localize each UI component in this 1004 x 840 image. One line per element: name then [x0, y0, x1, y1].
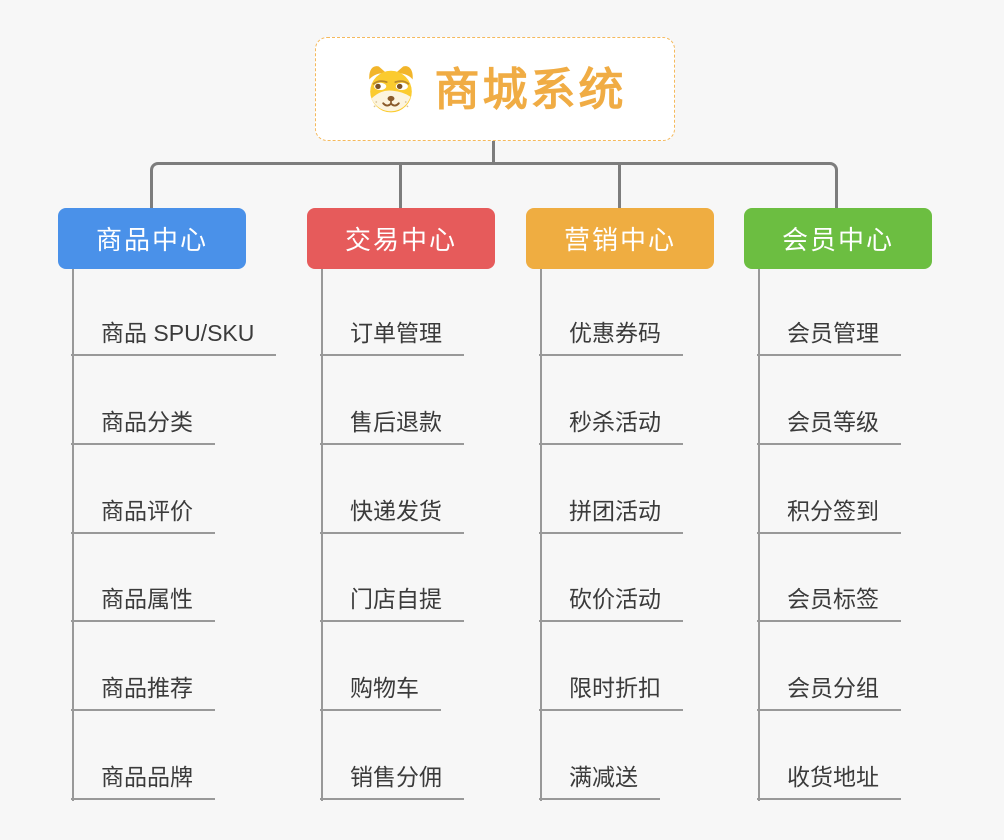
connector-spine-branch2 [321, 269, 323, 801]
mindmap-item[interactable]: 砍价活动 [539, 585, 683, 622]
mindmap-item[interactable]: 优惠券码 [539, 319, 683, 356]
mindmap-item[interactable]: 购物车 [320, 674, 441, 711]
connector-spine-branch1 [72, 269, 74, 801]
mindmap-item[interactable]: 收货地址 [757, 763, 901, 800]
connector-root-stem [492, 140, 495, 164]
branch-box-product-center[interactable]: 商品中心 [58, 208, 246, 269]
mindmap-item[interactable]: 拼团活动 [539, 497, 683, 534]
connector-spine-branch3 [540, 269, 542, 801]
root-title: 商城系统 [434, 63, 627, 115]
mindmap-item[interactable]: 门店自提 [320, 585, 464, 622]
mindmap-item[interactable]: 售后退款 [320, 408, 464, 445]
mindmap-item[interactable]: 会员等级 [757, 408, 901, 445]
mindmap-item[interactable]: 限时折扣 [539, 674, 683, 711]
connector-drop-branch2 [399, 164, 402, 209]
connector-drop-branch3 [618, 164, 621, 209]
mindmap-item[interactable]: 商品属性 [71, 585, 215, 622]
mindmap-item[interactable]: 秒杀活动 [539, 408, 683, 445]
mindmap-item[interactable]: 商品推荐 [71, 674, 215, 711]
branch-label: 营销中心 [563, 225, 676, 255]
branch-box-member-center[interactable]: 会员中心 [744, 208, 932, 269]
mindmap-item[interactable]: 商品品牌 [71, 763, 215, 800]
mindmap-item[interactable]: 会员管理 [757, 319, 901, 356]
mindmap-item[interactable]: 商品 SPU/SKU [71, 319, 277, 356]
mindmap-item[interactable]: 商品分类 [71, 408, 215, 445]
mindmap-item[interactable]: 商品评价 [71, 497, 215, 534]
connector-bracket [150, 162, 838, 209]
mindmap-item[interactable]: 积分签到 [757, 497, 901, 534]
mindmap-item[interactable]: 满减送 [539, 763, 660, 800]
branch-label: 会员中心 [781, 225, 894, 255]
branch-box-trade-center[interactable]: 交易中心 [307, 208, 495, 269]
connector-spine-branch4 [758, 269, 760, 801]
mindmap-item[interactable]: 会员分组 [757, 674, 901, 711]
mindmap-item[interactable]: 会员标签 [757, 585, 901, 622]
branch-box-marketing-center[interactable]: 营销中心 [526, 208, 714, 269]
root-node[interactable]: 商城系统 [315, 37, 675, 141]
branch-label: 商品中心 [95, 225, 208, 255]
mindmap-item[interactable]: 订单管理 [320, 319, 464, 356]
mindmap-item[interactable]: 销售分佣 [320, 763, 464, 800]
doge-icon [369, 66, 414, 113]
mindmap-item[interactable]: 快递发货 [320, 497, 464, 534]
branch-label: 交易中心 [344, 225, 457, 255]
